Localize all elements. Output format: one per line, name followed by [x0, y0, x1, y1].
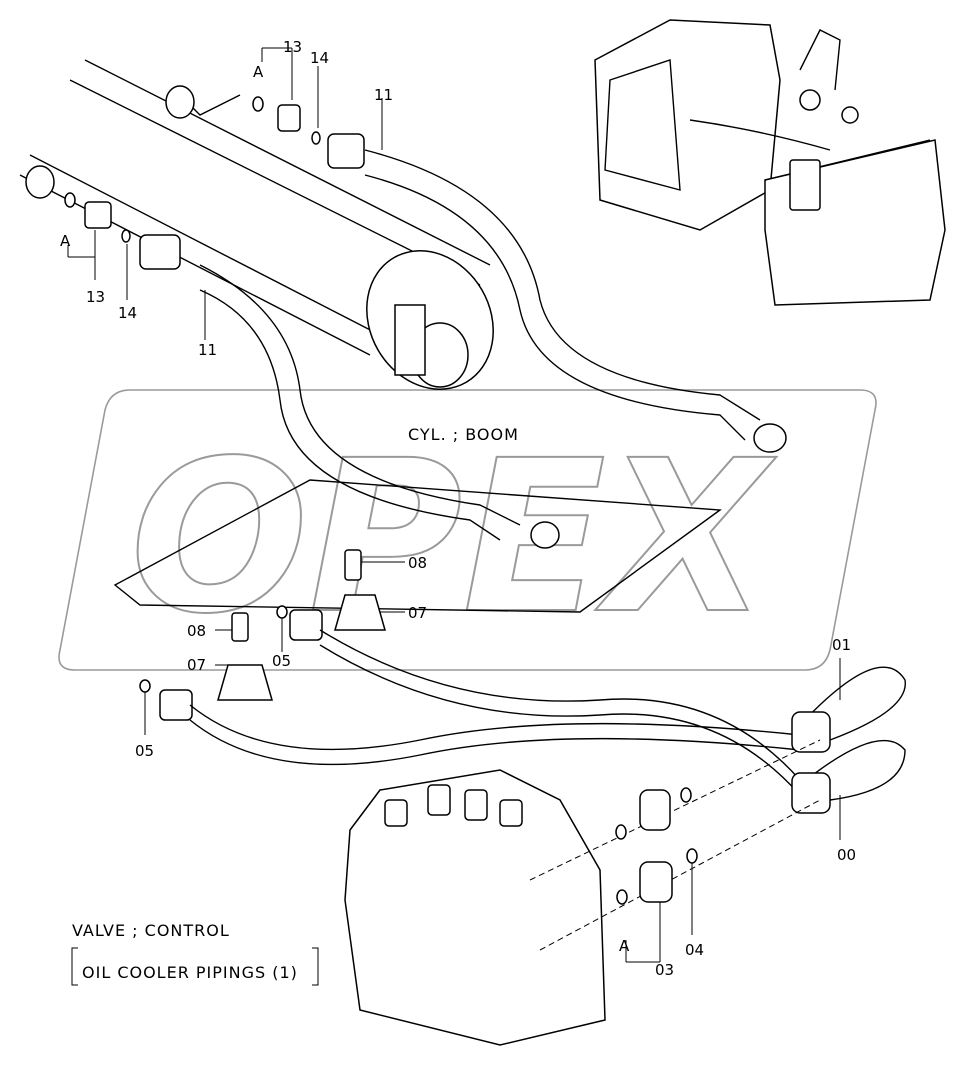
- part-label-a-left: A: [60, 232, 71, 250]
- part-label-05-left: 05: [135, 742, 154, 760]
- part-label-a-bottom: A: [619, 937, 630, 955]
- clamp-hardware: [139, 549, 386, 721]
- part-label-07-upper: 07: [408, 604, 427, 622]
- watermark-text: OPEX: [130, 415, 777, 660]
- part-label-03: 03: [655, 961, 674, 979]
- control-valve: [344, 739, 821, 1046]
- excavator-inset: [594, 19, 946, 306]
- part-label-11-top: 11: [374, 86, 393, 104]
- part-label-13-left: 13: [86, 288, 105, 306]
- part-label-11-left: 11: [198, 341, 217, 359]
- part-label-04: 04: [685, 941, 704, 959]
- part-label-14-left: 14: [118, 304, 137, 322]
- part-label-05-mid: 05: [272, 652, 291, 670]
- caption-valve: VALVE ; CONTROL: [72, 921, 230, 940]
- part-label-01: 01: [832, 636, 851, 654]
- boom-cylinder: [19, 59, 494, 390]
- caption-cylinder: CYL. ; BOOM: [408, 425, 519, 444]
- part-label-14-top: 14: [310, 49, 329, 67]
- caption-title: OIL COOLER PIPINGS (1): [82, 963, 298, 982]
- title-bracket: [71, 947, 319, 986]
- top-fittings: [64, 96, 787, 549]
- part-label-a-top: A: [253, 63, 264, 81]
- mounting-plate: [113, 479, 722, 613]
- part-label-07-lower: 07: [187, 656, 206, 674]
- part-label-08-lower: 08: [187, 622, 206, 640]
- part-label-08-upper: 08: [408, 554, 427, 572]
- part-label-00: 00: [837, 846, 856, 864]
- oil-cooler-pipes: [189, 629, 906, 814]
- part-label-13-top: 13: [283, 38, 302, 56]
